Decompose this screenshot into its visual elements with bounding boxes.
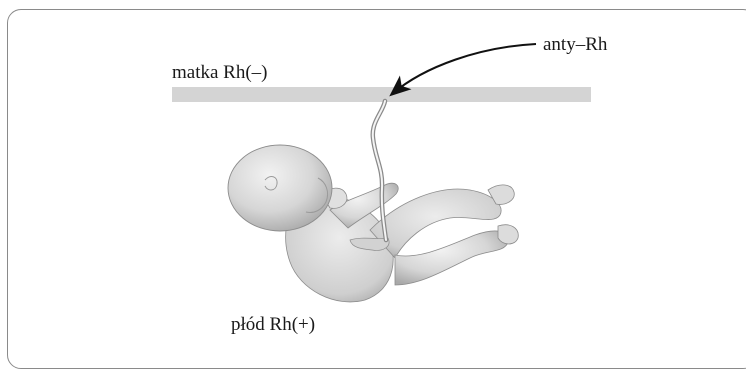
fetus-illustration — [228, 145, 518, 302]
diagram-art — [0, 0, 746, 349]
fetus-foot-2 — [498, 225, 518, 244]
fetus-head — [228, 145, 332, 231]
curved-arrow — [392, 44, 536, 94]
fetus-leg-lower — [395, 231, 508, 285]
